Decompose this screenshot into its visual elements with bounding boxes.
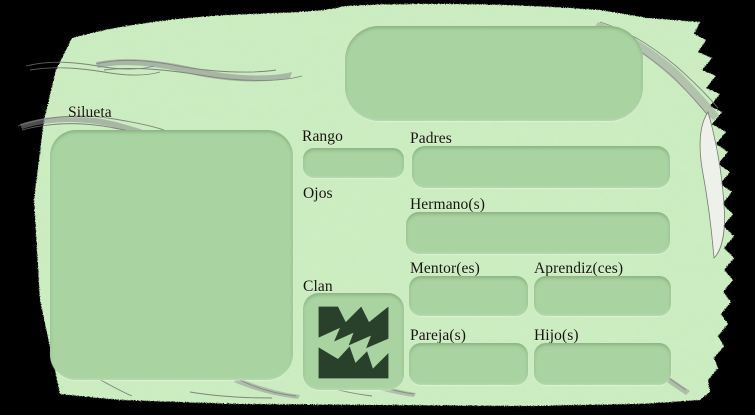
label-mentores: Mentor(es) <box>410 260 480 277</box>
input-portrait-slot[interactable] <box>345 26 643 121</box>
label-silueta: Silueta <box>68 104 112 121</box>
input-mentores[interactable] <box>409 276 528 316</box>
label-hermanos: Hermano(s) <box>410 196 486 213</box>
label-aprendices: Aprendiz(ces) <box>534 260 624 277</box>
input-padres[interactable] <box>412 146 670 188</box>
label-ojos: Ojos <box>303 185 333 202</box>
input-silueta[interactable] <box>50 130 293 380</box>
input-rango[interactable] <box>303 148 404 178</box>
label-clan: Clan <box>303 278 333 295</box>
input-parejas[interactable] <box>409 343 528 385</box>
input-aprendices[interactable] <box>534 276 671 316</box>
input-hermanos[interactable] <box>406 212 670 254</box>
input-hijos[interactable] <box>534 343 671 385</box>
label-parejas: Pareja(s) <box>410 327 466 344</box>
input-clan[interactable] <box>303 293 404 390</box>
label-padres: Padres <box>410 130 452 147</box>
label-rango: Rango <box>302 128 343 145</box>
clan-emblem-icon <box>318 306 389 379</box>
label-hijos: Hijo(s) <box>534 327 579 344</box>
